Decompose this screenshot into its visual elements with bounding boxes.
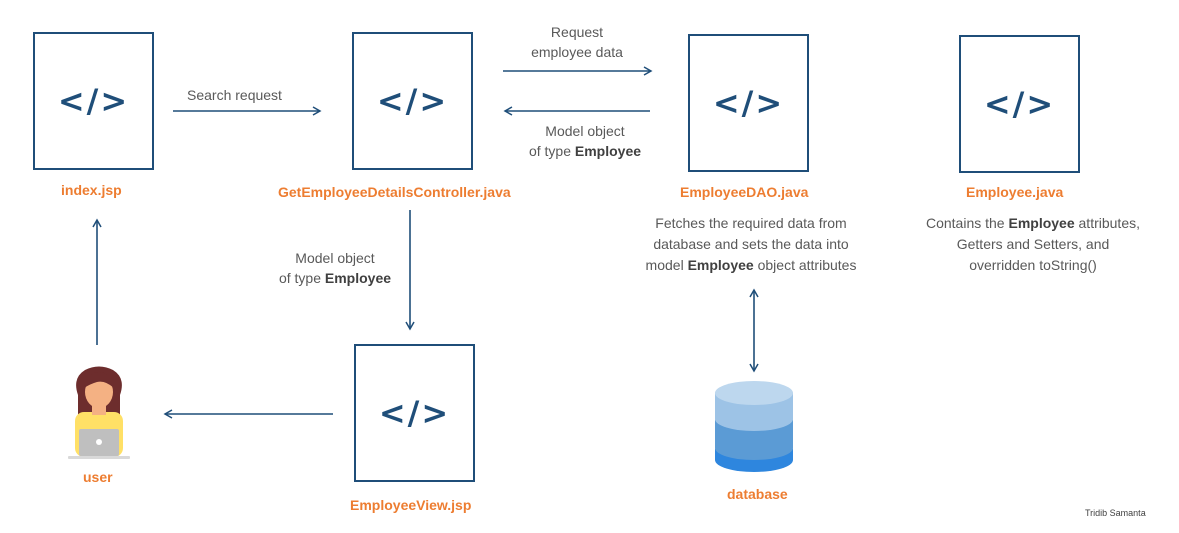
dao-description: Fetches the required data from database … (645, 215, 857, 273)
database-label: database (727, 486, 788, 502)
model-object-view-label: Model object of type Employee (278, 250, 392, 286)
controller-label: GetEmployeeDetailsController.java (278, 184, 511, 200)
view-jsp-box: </> (354, 344, 475, 482)
dao-box: </> (688, 34, 809, 172)
code-icon: </> (712, 84, 785, 122)
employee-model-description: Contains the Employee attributes, Getter… (925, 215, 1140, 273)
database-icon (715, 381, 793, 472)
controller-box: </> (352, 32, 473, 170)
index-jsp-label: index.jsp (61, 182, 122, 198)
code-icon: </> (57, 82, 130, 120)
index-jsp-box: </> (33, 32, 154, 170)
employee-model-label: Employee.java (966, 184, 1064, 200)
user-icon (68, 366, 130, 459)
request-employee-data-label: Request employee data (531, 24, 623, 60)
dao-label: EmployeeDAO.java (680, 184, 809, 200)
view-jsp-label: EmployeeView.jsp (350, 497, 472, 513)
employee-model-box: </> (959, 35, 1080, 173)
model-object-return-label: Model object of type Employee (528, 123, 642, 159)
code-icon: </> (983, 85, 1056, 123)
author-credit: Tridib Samanta (1085, 508, 1146, 518)
user-label: user (83, 469, 113, 485)
search-request-label: Search request (187, 87, 282, 103)
code-icon: </> (378, 394, 451, 432)
code-icon: </> (376, 82, 449, 120)
